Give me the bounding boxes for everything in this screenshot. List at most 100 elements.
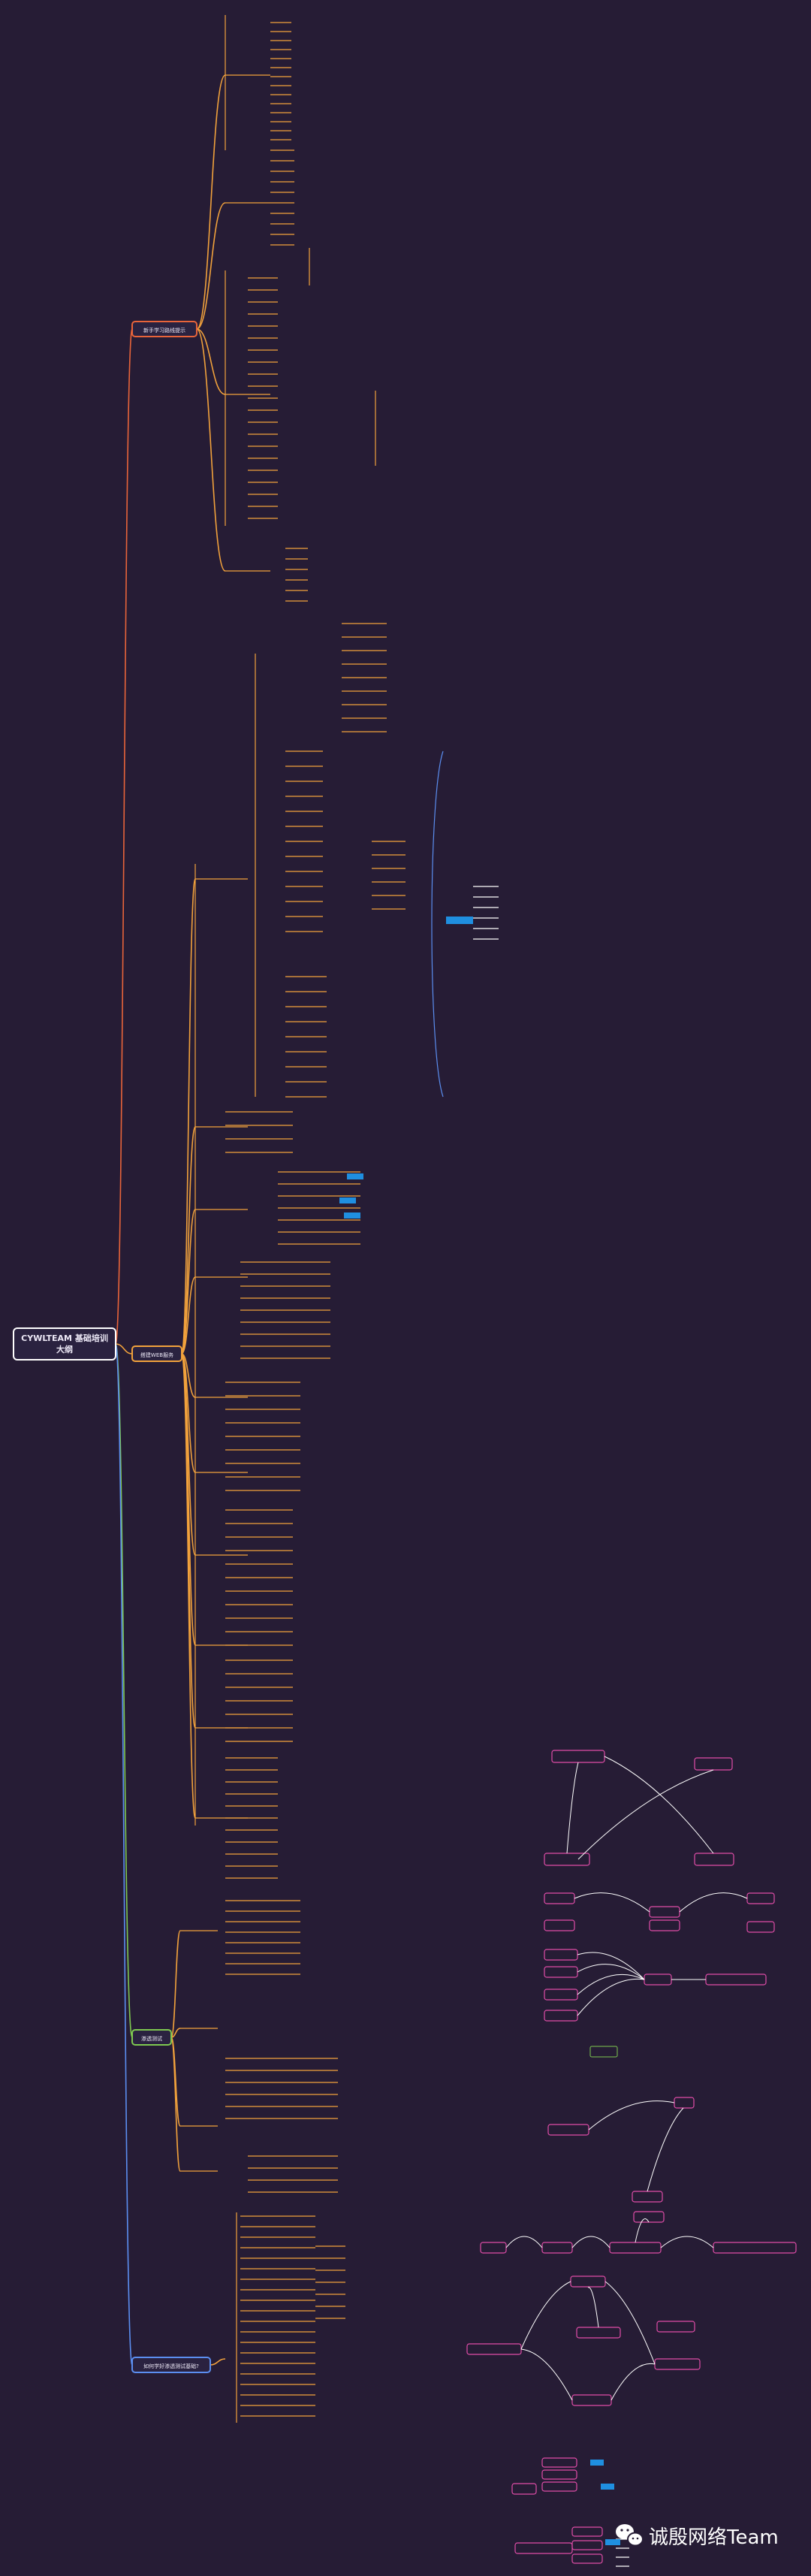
diagram-e-3: [632, 2191, 663, 2203]
diagram-c-1: [544, 1949, 578, 1961]
diagram-c-center: [644, 1974, 672, 1986]
diagram-g-link: [520, 2348, 573, 2401]
diagram-f-5: [713, 2242, 797, 2254]
diagram-h-4: [541, 2481, 577, 2492]
diagram-b-b: [649, 1906, 680, 1918]
diagram-a-link: [577, 1769, 714, 1860]
diagram-b-d: [544, 1919, 575, 1931]
link-b3-sub-2: [170, 2028, 181, 2038]
connector-layer: [115, 15, 376, 2423]
link-b2-sub-4: [181, 1276, 196, 1354]
diagram-i-1: [514, 2542, 573, 2554]
highlight-tag: [446, 917, 473, 924]
diagram-g-3: [656, 2321, 695, 2333]
link-b3-sub-1: [170, 1930, 181, 2038]
diagram-a-right: [694, 1757, 733, 1771]
diagram-f-2: [541, 2242, 573, 2254]
link-b2-sub-5: [181, 1353, 196, 1398]
diagram-i-4: [571, 2553, 603, 2564]
branch-label: 新手学习路线提示: [143, 327, 185, 334]
diagram-b-f: [746, 1921, 775, 1933]
diagram-c-4: [544, 2010, 578, 2022]
diagram-b-link: [679, 1892, 748, 1913]
diagram-g-link: [587, 2287, 599, 2328]
diagram-c-target: [705, 1974, 767, 1986]
watermark: 诚殷网络Team: [616, 2524, 779, 2549]
branch-node-learning-path[interactable]: 新手学习路线提示: [131, 321, 197, 337]
highlight-tag: [605, 2539, 620, 2545]
diagram-e-link: [647, 2107, 684, 2192]
diagram-g-link: [604, 2281, 656, 2365]
leaf-stub-layer: [180, 22, 629, 2567]
branch-label: 渗透测试: [141, 2035, 162, 2042]
diagram-a-top: [551, 1750, 605, 1763]
branch-node-how-to-learn[interactable]: 如何学好渗透测试基础?: [131, 2357, 211, 2373]
diagram-f-link: [660, 2236, 714, 2248]
highlight-tag: [347, 1173, 363, 1179]
bracket-curve: [431, 750, 444, 1098]
highlight-tag: [339, 1197, 356, 1203]
diagram-g-link: [520, 2281, 571, 2350]
diagram-a-link: [566, 1762, 579, 1854]
root-title: CYWLTEAM 基础培训大纲: [21, 1333, 108, 1354]
branch-label: 搭建WEB服务: [140, 1351, 173, 1358]
diagram-c-link: [577, 1978, 645, 2016]
root-title-line: CYWLTEAM 基础培训: [21, 1333, 108, 1343]
branch-label: 如何学好渗透测试基础?: [143, 2363, 199, 2369]
diagram-f-link: [571, 2236, 611, 2248]
diagram-c-link: [577, 1974, 645, 1995]
branch-node-web-service[interactable]: 搭建WEB服务: [131, 1345, 182, 1362]
diagram-g-6: [571, 2394, 612, 2406]
link-b1-sub-2: [196, 202, 226, 330]
diagram-e-1: [547, 2124, 589, 2136]
diagram-b-c: [746, 1892, 775, 1904]
diagram-g-2: [576, 2327, 621, 2339]
link-b2-sub-1: [181, 878, 196, 1354]
branch-box: [131, 2357, 211, 2373]
diagram-e-link: [588, 2100, 675, 2131]
branch-node-pentest[interactable]: 渗透测试: [131, 2029, 172, 2046]
diagram-a-br: [694, 1853, 734, 1866]
link-b1-sub-4: [196, 328, 226, 572]
branch-box: [131, 1345, 182, 1362]
diagram-f-link: [505, 2236, 543, 2248]
diagram-b-a: [544, 1892, 575, 1904]
link-b2-sub-10: [181, 1353, 196, 1819]
diagram-e-2: [674, 2097, 695, 2109]
link-b2-sub-3: [181, 1209, 196, 1354]
highlight-tag: [590, 2460, 604, 2466]
diagram-f-link: [635, 2218, 650, 2243]
diagram-i-3: [571, 2540, 603, 2550]
decoration-layer: [339, 750, 797, 2564]
diagram-g-1: [570, 2276, 606, 2288]
branch-box: [131, 321, 197, 337]
diagram-b-e: [649, 1919, 680, 1931]
diagram-c-3: [544, 1989, 578, 2001]
diagram-a-link: [604, 1756, 714, 1854]
link-root-how-to-learn: [115, 1343, 133, 2366]
diagram-h-3: [541, 2469, 577, 2480]
diagram-h-1: [511, 2483, 537, 2495]
root-title-line: 大纲: [56, 1344, 73, 1354]
link-b1-sub-1: [196, 74, 226, 330]
diagram-c-link: [577, 1964, 645, 1980]
diagram-f-1: [480, 2242, 507, 2254]
diagram-f-3: [609, 2242, 662, 2254]
link-b4-sub: [210, 2358, 226, 2366]
highlight-tag: [601, 2484, 614, 2490]
diagram-b-link: [574, 1892, 650, 1913]
link-b3-sub-4: [170, 2037, 181, 2172]
diagram-g-link: [611, 2363, 656, 2401]
diagram-h-2: [541, 2457, 577, 2468]
wechat-icon: [616, 2524, 644, 2547]
diagram-d-box: [589, 2046, 618, 2058]
root-node[interactable]: CYWLTEAM 基础培训大纲: [13, 1327, 116, 1360]
link-root-learning-path: [115, 328, 133, 1345]
diagram-c-link: [577, 1952, 645, 1980]
watermark-label: 诚殷网络Team: [649, 2526, 779, 2549]
diagram-c-2: [544, 1966, 578, 1978]
diagram-g-4: [466, 2343, 522, 2355]
diagram-i-2: [571, 2526, 603, 2537]
diagram-f-4: [633, 2211, 665, 2223]
